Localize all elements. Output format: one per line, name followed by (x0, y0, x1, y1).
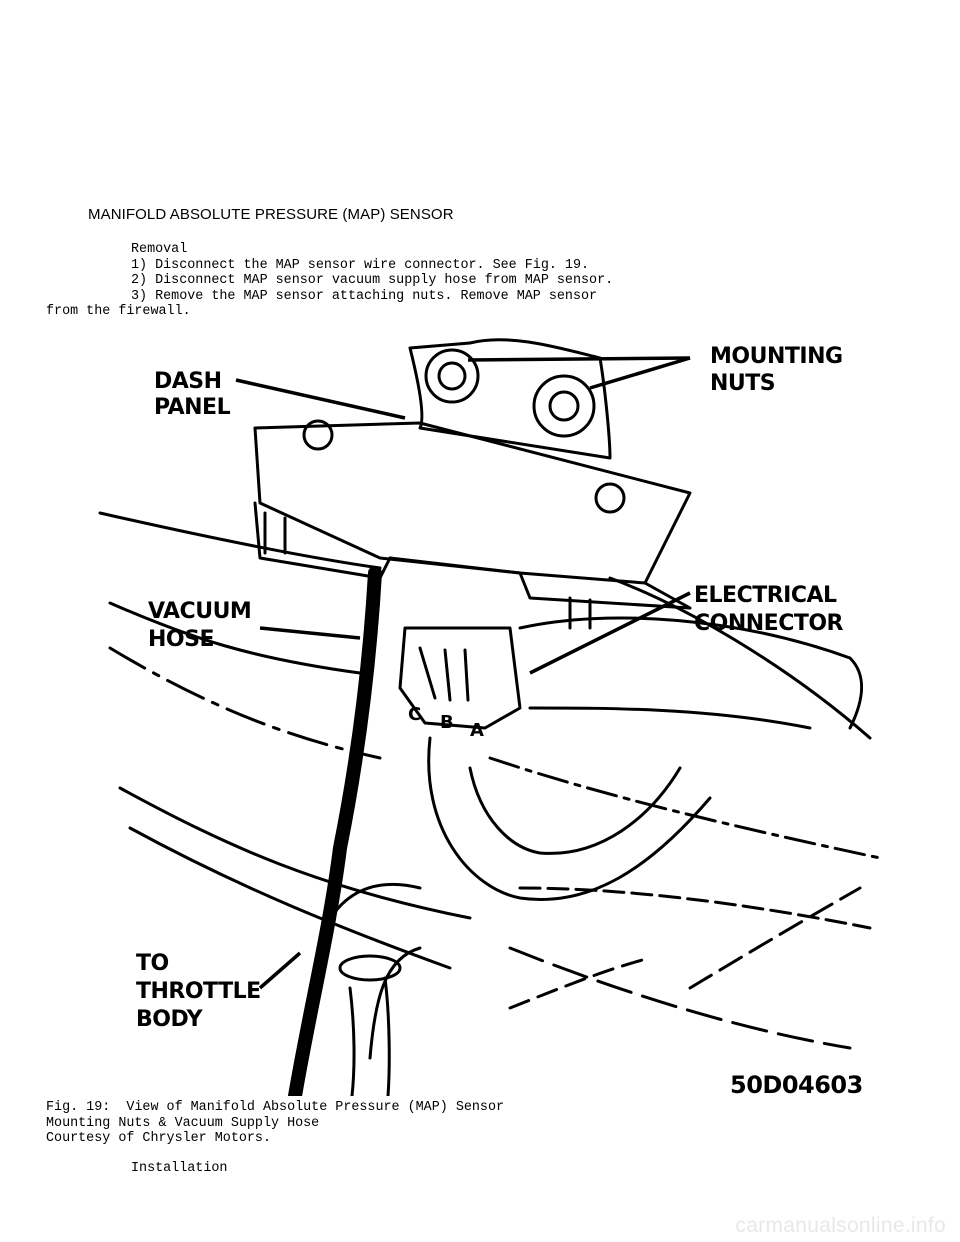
label-mounting-nuts-2: NUTS (710, 371, 775, 396)
removal-title: Removal (131, 242, 188, 257)
removal-continuation: from the firewall. (46, 304, 191, 319)
label-throttle-body-2: THROTTLE (136, 979, 261, 1004)
removal-step-2: 2) Disconnect MAP sensor vacuum supply h… (131, 273, 614, 288)
watermark: carmanualsonline.info (735, 1214, 946, 1237)
pin-label-b: B (440, 712, 454, 733)
caption-line-3: Courtesy of Chrysler Motors. (46, 1131, 271, 1146)
label-throttle-body-1: TO (136, 951, 169, 976)
caption-line-1: Fig. 19: View of Manifold Absolute Press… (46, 1100, 505, 1115)
removal-section: Removal 1) Disconnect the MAP sensor wir… (46, 242, 613, 320)
label-vacuum-hose-1: VACUUM (148, 599, 251, 624)
vacuum-hose-line (288, 566, 382, 1096)
figure-id: 50D04603 (730, 1071, 863, 1096)
installation-title: Installation (131, 1161, 228, 1176)
label-mounting-nuts-1: MOUNTING (710, 344, 843, 369)
leader-arrows (235, 356, 691, 990)
figure-caption: Fig. 19: View of Manifold Absolute Press… (46, 1100, 504, 1147)
map-sensor-figure: DASH PANEL MOUNTING NUTS ELECTRICAL CONN… (98, 338, 882, 1096)
removal-step-3: 3) Remove the MAP sensor attaching nuts.… (131, 288, 598, 304)
label-throttle-body-3: BODY (136, 1007, 204, 1032)
pin-label-a: A (470, 720, 484, 741)
label-electrical-connector-1: ELECTRICAL (694, 583, 837, 608)
figure-drawing (98, 338, 882, 1096)
label-electrical-connector-2: CONNECTOR (694, 611, 844, 636)
section-heading: MANIFOLD ABSOLUTE PRESSURE (MAP) SENSOR (88, 206, 454, 223)
pin-label-c: C (408, 704, 421, 725)
label-dash-panel-1: DASH (154, 369, 222, 394)
removal-step-1: 1) Disconnect the MAP sensor wire connec… (131, 257, 590, 273)
caption-line-2: Mounting Nuts & Vacuum Supply Hose (46, 1115, 320, 1131)
label-dash-panel-2: PANEL (154, 395, 231, 420)
label-vacuum-hose-2: HOSE (148, 627, 214, 652)
